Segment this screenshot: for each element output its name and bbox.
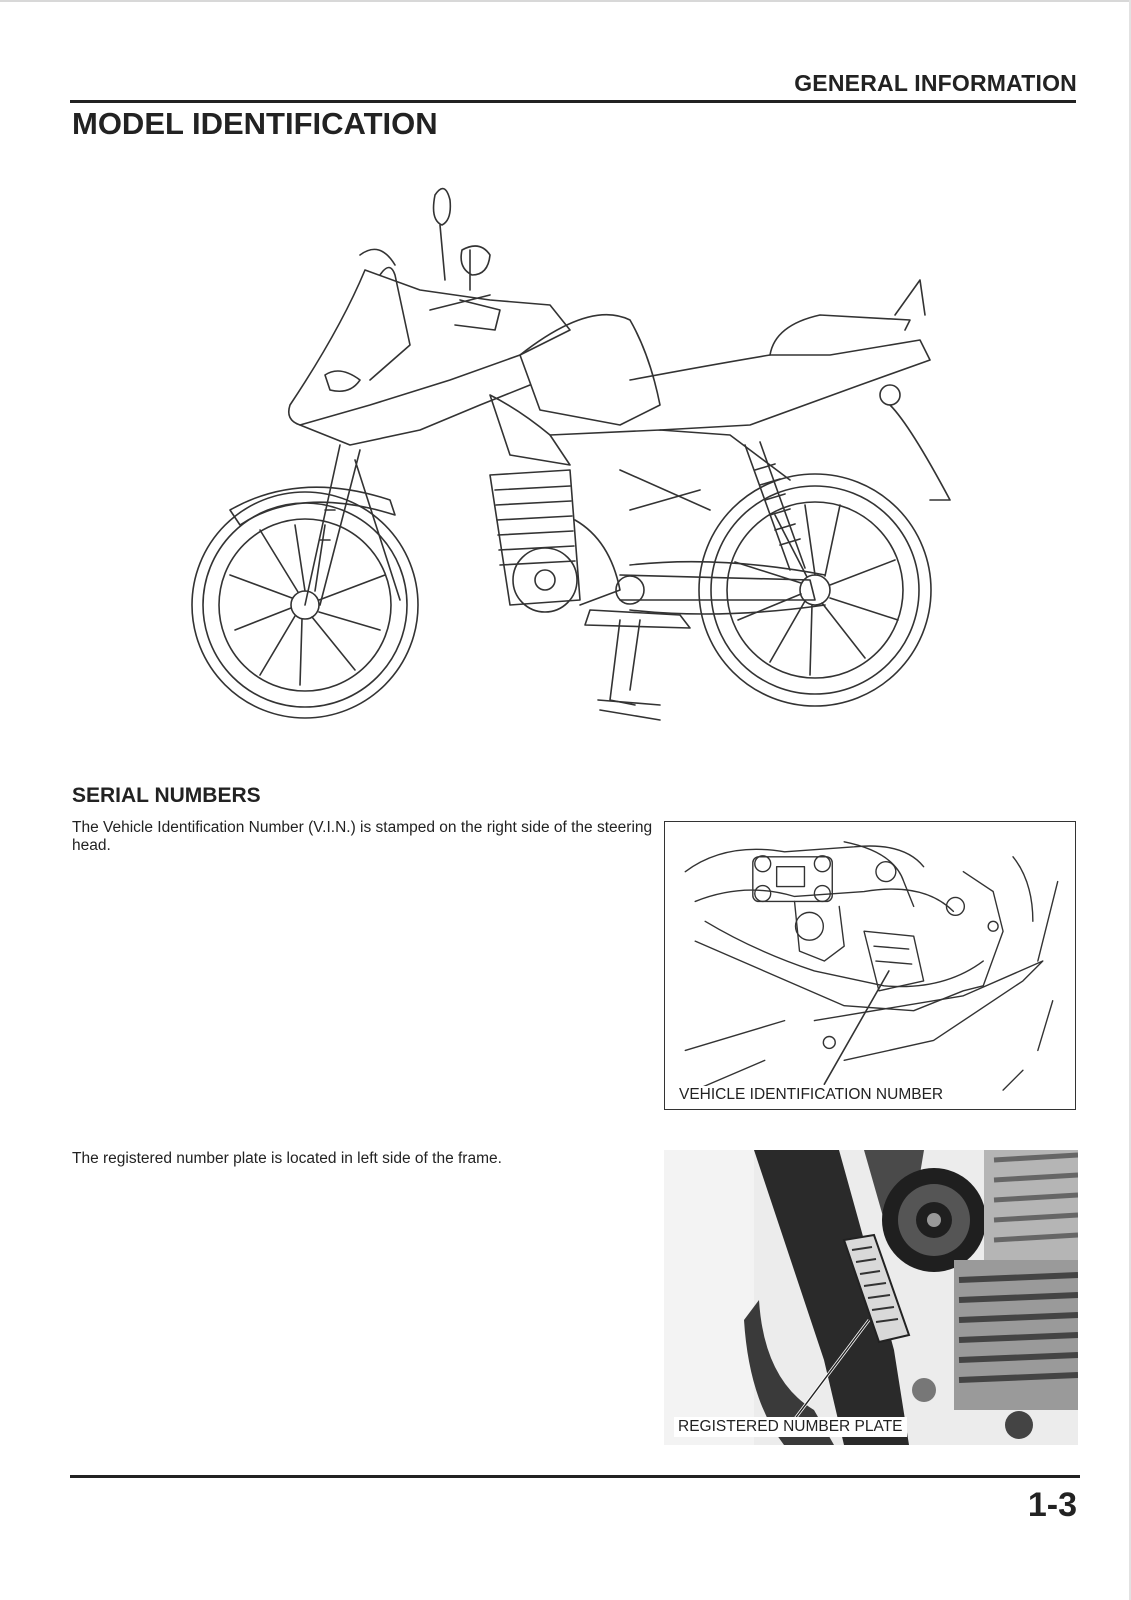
- serial-numbers-heading: SERIAL NUMBERS: [72, 784, 261, 807]
- vin-description: The Vehicle Identification Number (V.I.N…: [72, 819, 653, 854]
- number-plate-callout-label: REGISTERED NUMBER PLATE: [674, 1417, 907, 1437]
- scan-edge: [1129, 0, 1131, 1600]
- motorcycle-illustration: [190, 180, 960, 740]
- footer-rule: [70, 1475, 1080, 1478]
- page-number: 1-3: [1027, 1486, 1077, 1524]
- number-plate-description: The registered number plate is located i…: [72, 1150, 502, 1167]
- page-title: MODEL IDENTIFICATION: [72, 106, 438, 141]
- scan-edge: [0, 0, 1131, 2]
- number-plate-photo: REGISTERED NUMBER PLATE: [664, 1150, 1078, 1445]
- header-rule: [70, 100, 1076, 103]
- vin-callout-label: VEHICLE IDENTIFICATION NUMBER: [677, 1086, 946, 1104]
- vin-figure: VEHICLE IDENTIFICATION NUMBER: [664, 821, 1076, 1110]
- section-header: GENERAL INFORMATION: [794, 70, 1077, 96]
